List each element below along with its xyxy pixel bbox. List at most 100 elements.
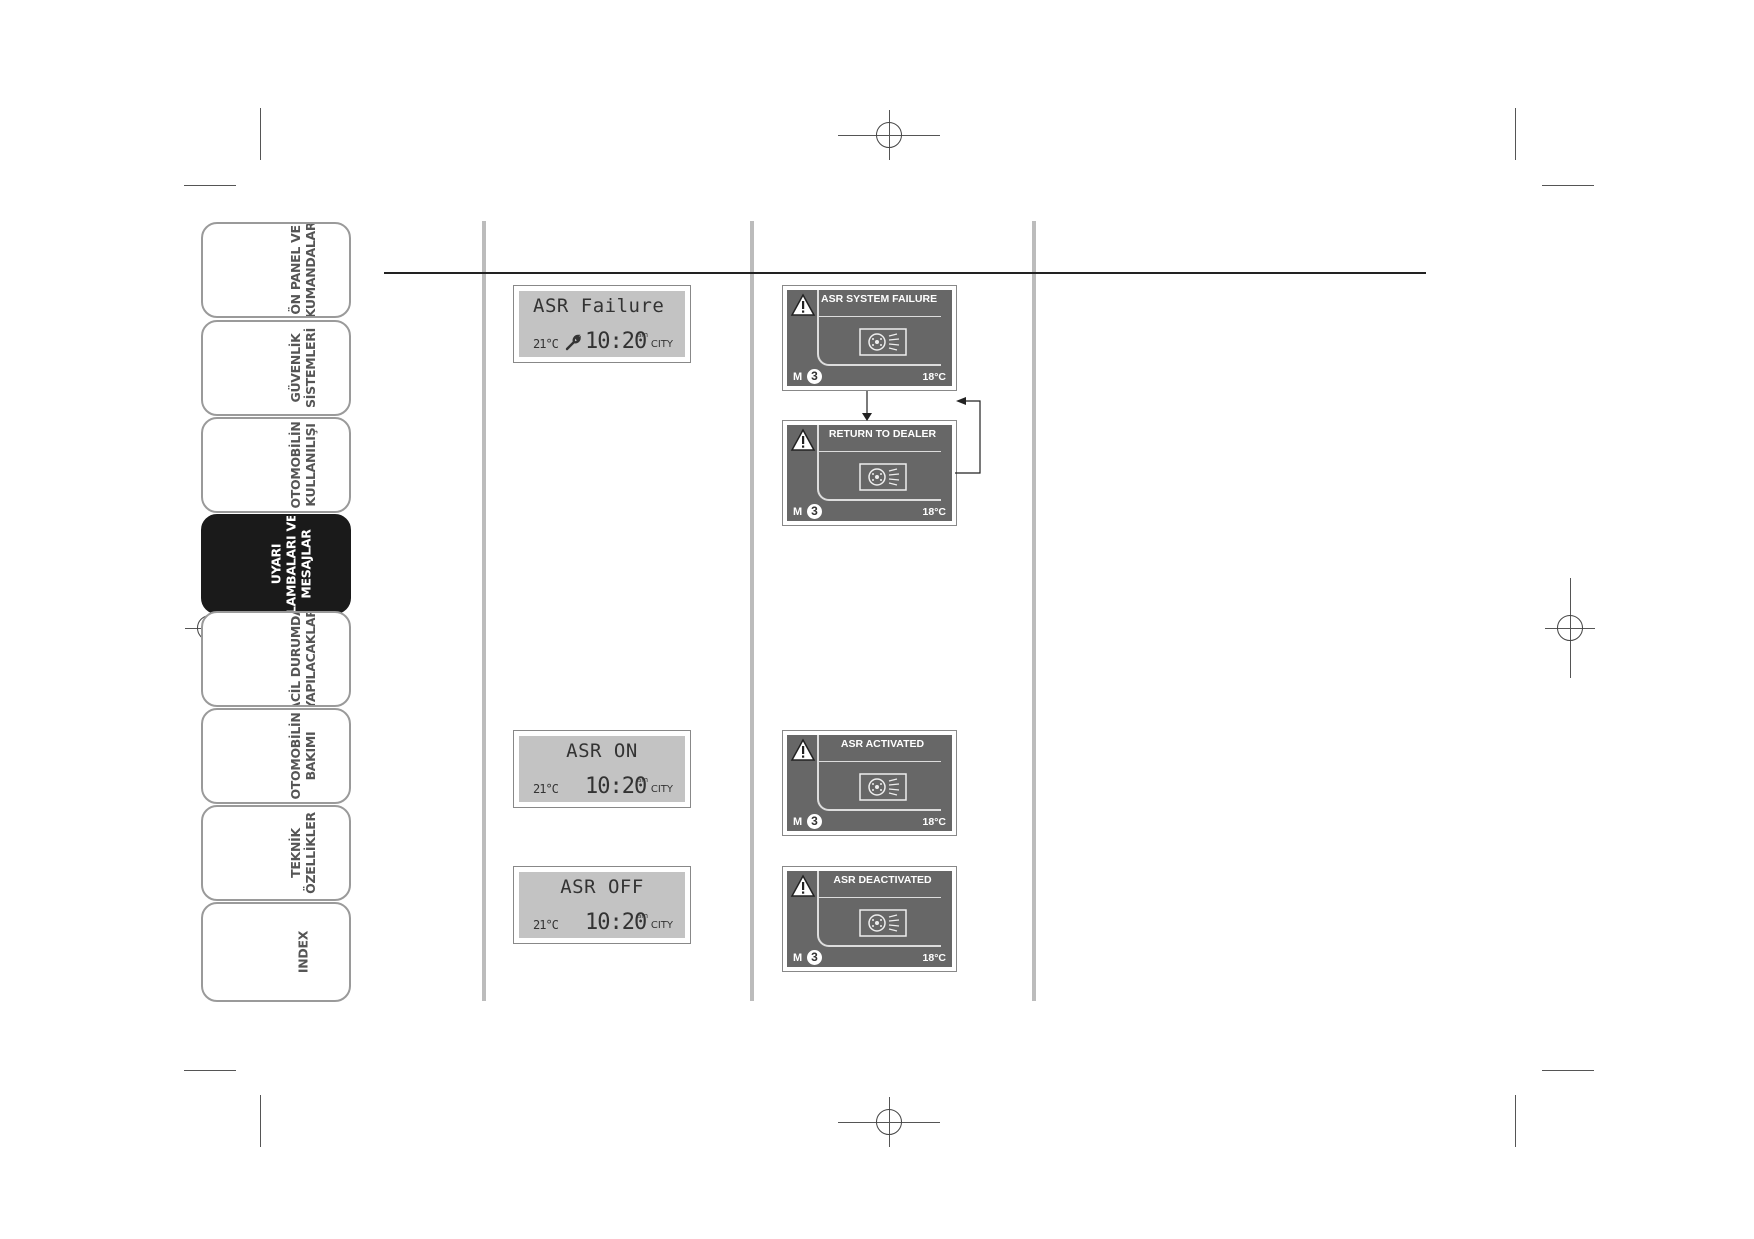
asr-icon xyxy=(859,773,907,801)
lcd-time: 10:20 xyxy=(585,329,647,354)
header-rule xyxy=(384,272,1426,274)
tab-label-line: BAKIMI xyxy=(303,731,318,781)
lcd-screen: ASR OFF 21°C 10:20 am CITY xyxy=(519,872,685,938)
crop-mark xyxy=(1542,1070,1594,1071)
asr-icon xyxy=(859,909,907,937)
tab-label: UYARI LAMBALARI VE MESAJLAR xyxy=(268,514,314,614)
registration-mark xyxy=(1557,615,1583,641)
tft-mode-number: 3 xyxy=(807,814,822,829)
tab-label-line: LAMBALARI VE xyxy=(283,514,299,614)
flow-arrows xyxy=(862,391,981,474)
lcd-ampm: am xyxy=(637,912,649,920)
lcd-ampm: am xyxy=(637,776,649,784)
tft-temperature: 18°C xyxy=(922,371,946,383)
lcd-drive-mode: CITY xyxy=(650,920,673,931)
tab-label: TEKNİK ÖZELLİKLER xyxy=(288,812,318,894)
tab-label-line: KULLANILIŞI xyxy=(303,423,318,507)
lcd-display-asr-off: ASR OFF 21°C 10:20 am CITY xyxy=(513,866,691,944)
registration-mark xyxy=(876,1109,902,1135)
tab-uyari-active[interactable]: UYARI LAMBALARI VE MESAJLAR xyxy=(201,514,351,614)
arrow-loop-line xyxy=(955,400,981,474)
tft-divider xyxy=(817,735,819,761)
tab-label: OTOMOBİLİN BAKIMI xyxy=(288,712,318,799)
crop-mark xyxy=(184,1070,236,1071)
tft-screen: ASR DEACTIVATED M 3 18°C xyxy=(787,871,952,967)
lcd-message: ASR ON xyxy=(566,740,638,762)
lcd-message: ASR Failure xyxy=(533,295,665,317)
arrow-down-head xyxy=(862,413,872,421)
tab-label-line: OTOMOBİLİN xyxy=(288,421,303,509)
tab-index[interactable]: INDEX xyxy=(201,902,351,1002)
wrench-icon xyxy=(565,334,581,351)
warning-triangle-icon xyxy=(790,874,816,897)
tft-mode-number: 3 xyxy=(807,369,822,384)
tft-temperature: 18°C xyxy=(922,506,946,518)
tft-frame xyxy=(817,316,941,366)
lcd-time: 10:20 xyxy=(585,910,647,935)
tab-label-line: UYARI xyxy=(268,543,284,585)
warning-triangle-icon xyxy=(790,293,816,316)
tab-on-panel[interactable]: ÖN PANEL VE KUMANDALAR xyxy=(201,222,351,318)
lcd-time: 10:20 xyxy=(585,774,647,799)
tft-frame xyxy=(817,761,941,811)
tft-display-return-to-dealer: RETURN TO DEALER M 3 18°C xyxy=(782,420,957,526)
tab-bakim[interactable]: OTOMOBİLİN BAKIMI xyxy=(201,708,351,804)
tft-mode-label: M xyxy=(793,952,803,964)
tab-label-line: TEKNİK xyxy=(288,828,303,878)
tft-display-asr-deactivated: ASR DEACTIVATED M 3 18°C xyxy=(782,866,957,972)
tab-label: OTOMOBİLİN KULLANILIŞI xyxy=(288,421,318,508)
asr-icon xyxy=(859,328,907,356)
lcd-drive-mode: CITY xyxy=(650,784,673,795)
tft-divider xyxy=(817,290,819,316)
tft-mode-label: M xyxy=(793,371,803,383)
tab-label-line: ACİL DURUMDA xyxy=(288,611,303,707)
tft-frame xyxy=(817,897,941,947)
crop-mark xyxy=(260,108,261,160)
tft-divider xyxy=(817,871,819,897)
lcd-screen: ASR Failure 21°C 10:20 am CITY xyxy=(519,291,685,357)
lcd-display-asr-on: ASR ON 21°C 10:20 am CITY xyxy=(513,730,691,808)
lcd-display-asr-failure: ASR Failure 21°C 10:20 am CITY xyxy=(513,285,691,363)
tft-screen: ASR SYSTEM FAILURE M 3 18°C xyxy=(787,290,952,386)
tab-acil-durum[interactable]: ACİL DURUMDA YAPILACAKLAR xyxy=(201,611,351,707)
tab-label: GÜVENLİK SİSTEMLERİ xyxy=(288,328,318,408)
tab-label-line: MESAJLAR xyxy=(298,529,314,599)
tab-label: INDEX xyxy=(296,931,311,973)
crop-mark xyxy=(184,185,236,186)
arrow-loop-head xyxy=(956,397,966,405)
tab-guvenlik[interactable]: GÜVENLİK SİSTEMLERİ xyxy=(201,320,351,416)
tab-label: ÖN PANEL VE KUMANDALAR xyxy=(288,224,318,316)
tab-label-line: INDEX xyxy=(295,930,311,974)
lcd-message: ASR OFF xyxy=(560,876,644,898)
column-divider xyxy=(482,221,486,1001)
warning-triangle-icon xyxy=(790,738,816,761)
column-divider xyxy=(1032,221,1036,1001)
tft-title: ASR ACTIVATED xyxy=(840,738,925,750)
tft-mode-number: 3 xyxy=(807,504,822,519)
tft-title: RETURN TO DEALER xyxy=(828,428,937,440)
crop-mark xyxy=(1515,1095,1516,1147)
tft-temperature: 18°C xyxy=(922,952,946,964)
tab-label-line: ÖN PANEL VE xyxy=(288,225,303,315)
crop-mark xyxy=(260,1095,261,1147)
tft-screen: ASR ACTIVATED M 3 18°C xyxy=(787,735,952,831)
lcd-ampm: am xyxy=(637,331,649,339)
column-divider xyxy=(750,221,754,1001)
tft-title: ASR DEACTIVATED xyxy=(833,874,932,886)
registration-mark xyxy=(876,122,902,148)
tab-label-line: GÜVENLİK xyxy=(288,333,303,403)
tab-label: ACİL DURUMDA YAPILACAKLAR xyxy=(288,611,318,707)
tft-mode-number: 3 xyxy=(807,950,822,965)
tft-title: ASR SYSTEM FAILURE xyxy=(821,293,938,305)
tab-teknik[interactable]: TEKNİK ÖZELLİKLER xyxy=(201,805,351,901)
tab-label-line: ÖZELLİKLER xyxy=(303,812,318,894)
crop-mark xyxy=(1542,185,1594,186)
lcd-drive-mode: CITY xyxy=(650,339,673,350)
tab-label-line: OTOMOBİLİN xyxy=(288,712,303,800)
tft-divider xyxy=(817,425,819,451)
lcd-temperature: 21°C xyxy=(533,918,559,932)
tab-label-line: SİSTEMLERİ xyxy=(303,328,318,408)
warning-triangle-icon xyxy=(790,428,816,451)
tab-kullanilis[interactable]: OTOMOBİLİN KULLANILIŞI xyxy=(201,417,351,513)
lcd-temperature: 21°C xyxy=(533,337,559,351)
